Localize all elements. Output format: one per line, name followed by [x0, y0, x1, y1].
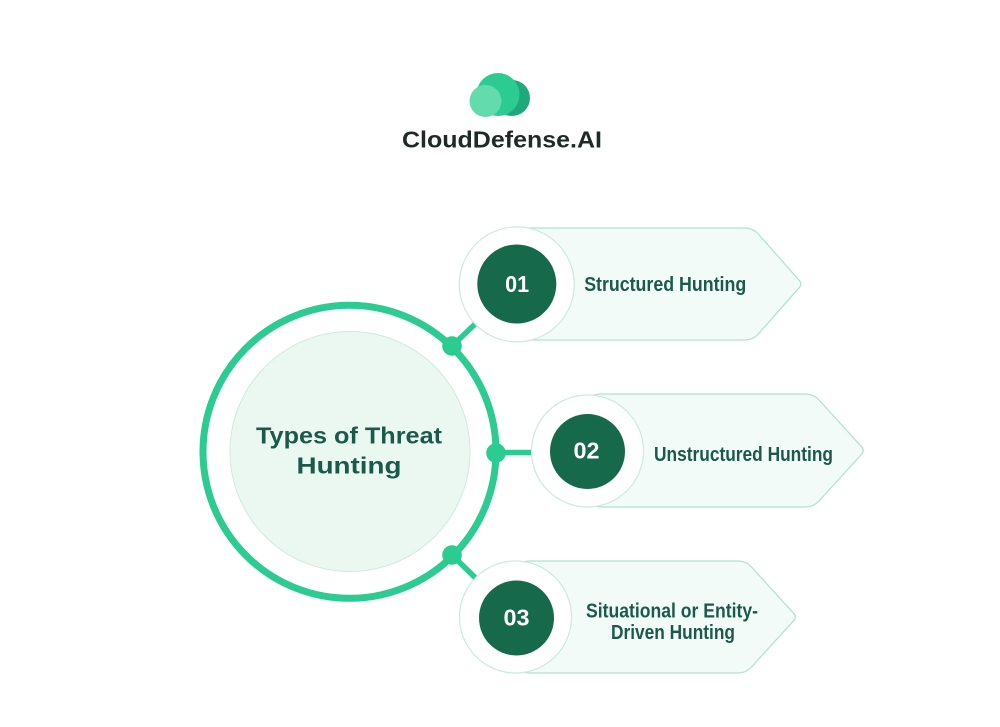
svg-text:Types of Threat: Types of Threat — [256, 423, 442, 449]
svg-text:Driven Hunting: Driven Hunting — [611, 622, 735, 644]
svg-text:Structured Hunting: Structured Hunting — [584, 274, 746, 296]
svg-text:01: 01 — [505, 271, 529, 297]
svg-text:Unstructured Hunting: Unstructured Hunting — [654, 444, 833, 466]
svg-text:Situational or Entity-: Situational or Entity- — [586, 601, 758, 623]
svg-text:Hunting: Hunting — [297, 452, 402, 478]
svg-text:03: 03 — [504, 605, 530, 631]
svg-text:02: 02 — [574, 437, 600, 463]
svg-text:CloudDefense.AI: CloudDefense.AI — [402, 127, 602, 153]
